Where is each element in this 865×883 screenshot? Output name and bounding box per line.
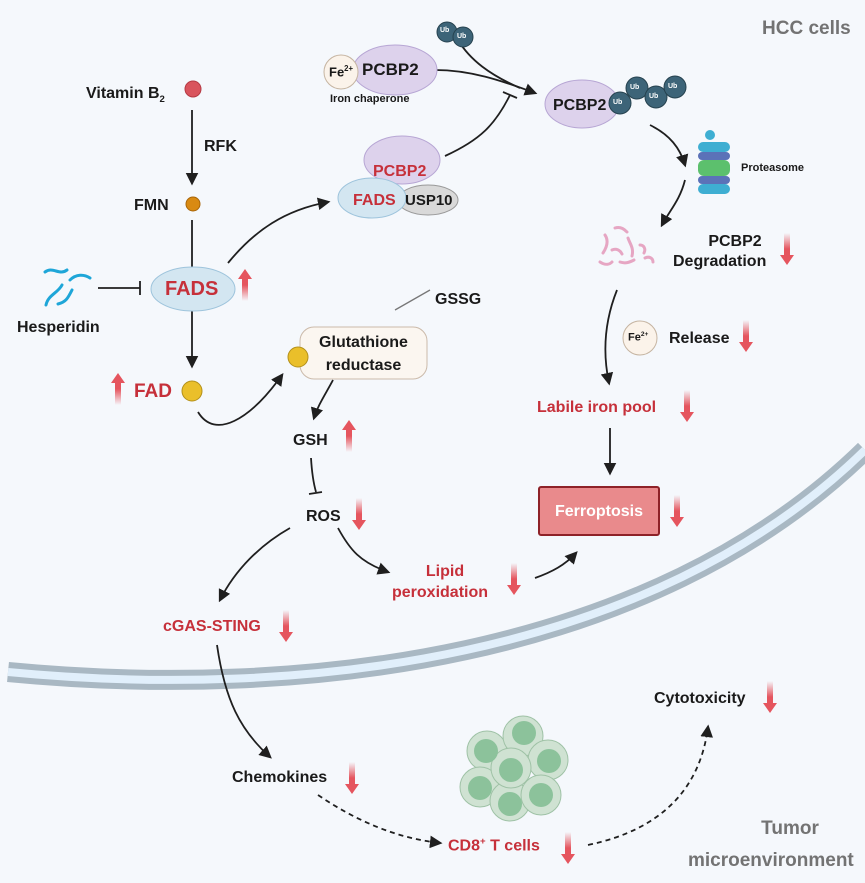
label-fads: FADS xyxy=(165,278,219,300)
fmn-molecule-icon xyxy=(185,196,201,212)
ub-label: Ub xyxy=(630,84,640,91)
release-down-arrow-icon xyxy=(739,320,753,352)
arrow-cd8-to-cytotoxicity xyxy=(587,724,713,846)
label-proteasome: Proteasome xyxy=(741,162,804,174)
inhibit-complex xyxy=(444,94,511,157)
cgas-down-arrow-icon xyxy=(279,610,293,642)
iron-chaperone-caption: Iron chaperone xyxy=(330,93,410,105)
fads-protein-icon xyxy=(150,266,236,312)
label-pcbp2-degradation-2: Degradation xyxy=(673,253,767,270)
chemokines-down-arrow-icon xyxy=(345,762,359,794)
ub-label: Ub xyxy=(440,27,450,34)
label-ferroptosis: Ferroptosis xyxy=(554,503,643,520)
label-pcbp2-ubiquitinated: PCBP2 xyxy=(553,97,607,114)
label-ros: ROS xyxy=(306,508,341,525)
pcbp2-fads-usp10-complex-icon xyxy=(337,135,459,219)
line-ub-join xyxy=(457,39,521,89)
label-peroxidation: peroxidation xyxy=(392,584,489,601)
label-cd8-t-cells: CD8+ T cells xyxy=(448,836,540,855)
label-lipid: Lipid xyxy=(425,563,465,580)
arrow-ros-to-lipid xyxy=(337,527,391,575)
degradation-down-arrow-icon xyxy=(780,233,794,265)
label-cgas-sting: cGAS-STING xyxy=(163,618,261,635)
arrow-to-degradation xyxy=(660,179,686,228)
fad-molecule-icon xyxy=(181,380,203,402)
cell-membrane xyxy=(7,442,865,690)
ferroptosis-down-arrow-icon xyxy=(670,495,684,527)
ub-label: Ub xyxy=(668,83,678,90)
proteasome-icon xyxy=(698,130,730,194)
label-release: Release xyxy=(669,330,730,347)
label-pcbp2-degradation-1: PCBP2 xyxy=(708,233,762,250)
label-hesperidin: Hesperidin xyxy=(17,319,100,336)
fads-up-arrow-icon xyxy=(238,269,252,301)
chaperone-pcbp2-label: PCBP2 xyxy=(362,60,419,79)
complex-pcbp2-label: PCBP2 xyxy=(373,163,427,180)
region-label-hcc-cells: HCC cells xyxy=(762,18,851,39)
arrow-to-lip xyxy=(600,289,618,386)
label-vitamin-b2: Vitamin B2 xyxy=(86,85,165,106)
cd8-t-cells-cluster-icon xyxy=(459,715,569,822)
arrow-chemokines-to-cd8 xyxy=(317,794,443,849)
ub-label: Ub xyxy=(613,99,623,106)
region-label-microenvironment: microenvironment xyxy=(688,850,854,871)
arrow-ros-to-cgas xyxy=(218,527,291,603)
lip-down-arrow-icon xyxy=(680,390,694,422)
region-label-tumor: Tumor xyxy=(761,818,819,839)
hesperidin-molecule-icon xyxy=(43,268,92,307)
ub-label: Ub xyxy=(649,93,659,100)
arrow-gr-to-gsh xyxy=(310,379,334,421)
ros-down-arrow-icon xyxy=(352,498,366,530)
label-labile-iron-pool: Labile iron pool xyxy=(537,399,657,416)
ub-label: Ub xyxy=(457,33,467,40)
label-gssg: GSSG xyxy=(435,291,482,308)
label-fmn: FMN xyxy=(134,197,169,214)
arrow-fads-to-complex xyxy=(227,197,331,264)
line-gssg xyxy=(394,289,431,311)
cytotoxicity-down-arrow-icon xyxy=(763,681,777,713)
label-gr-2: reductase xyxy=(325,357,402,374)
label-gr-1: Glutathione xyxy=(319,334,408,351)
label-cytotoxicity: Cytotoxicity xyxy=(654,690,746,707)
arrow-to-proteasome xyxy=(649,124,689,168)
label-rfk: RFK xyxy=(204,138,237,155)
vitamin-b2-molecule-icon xyxy=(184,80,202,98)
gsh-up-arrow-icon xyxy=(342,420,356,452)
ferroptosis-box xyxy=(538,486,660,536)
arrow-chaperone-to-pcbp2 xyxy=(434,69,538,96)
arrow-cgas-to-chemokines xyxy=(216,644,272,759)
fad-up-arrow-icon xyxy=(111,373,125,405)
chaperone-fe-label: Fe2+ xyxy=(329,64,354,80)
degraded-peptide-fragments-icon xyxy=(598,226,655,266)
iron-chaperone-icon xyxy=(323,44,438,96)
release-fe-label: Fe2+ xyxy=(628,331,649,344)
complex-fads-label: FADS xyxy=(353,192,396,209)
label-gsh: GSH xyxy=(293,432,328,449)
arrow-fad-to-gr xyxy=(197,372,284,426)
fe-release-icon xyxy=(622,320,658,356)
label-chemokines: Chemokines xyxy=(232,769,328,786)
complex-usp10-label: USP10 xyxy=(405,192,453,209)
cd8-down-arrow-icon xyxy=(561,832,575,864)
ubiquitin-pair-icon xyxy=(436,21,474,48)
ubiquitinated-pcbp2-icon xyxy=(544,75,687,129)
label-fad: FAD xyxy=(134,381,172,402)
inhibit-gsh-ros xyxy=(310,457,317,493)
arrow-lipid-to-ferroptosis xyxy=(534,551,578,579)
lipid-down-arrow-icon xyxy=(507,563,521,595)
fad-cofactor-icon xyxy=(287,346,309,368)
